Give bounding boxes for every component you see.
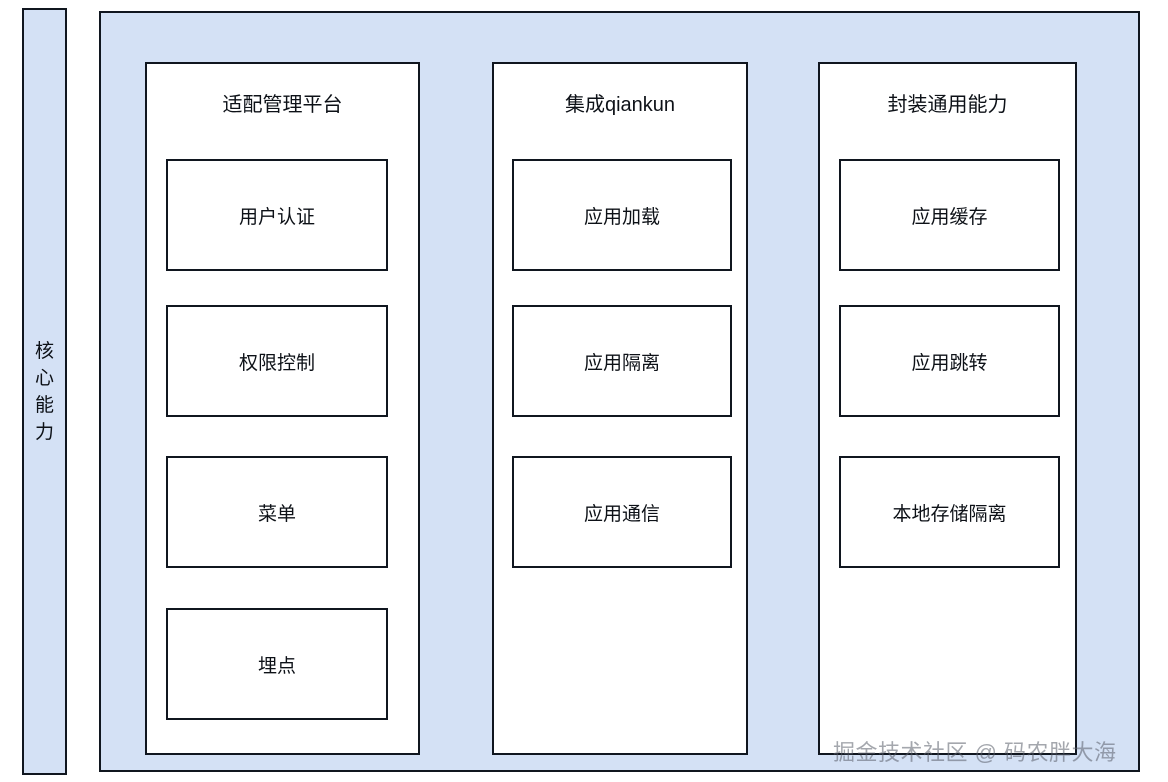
capability-box: 权限控制 [166,305,388,417]
core-capability-band: 核 心 能 力 [22,8,67,775]
capability-box: 应用加载 [512,159,732,271]
capability-label: 用户认证 [238,206,315,228]
capability-box: 应用隔离 [512,305,732,417]
capability-label: 本地存储隔离 [892,503,1007,525]
capability-label: 应用跳转 [911,352,988,374]
capability-label: 埋点 [257,655,296,677]
capability-box: 应用跳转 [839,305,1060,417]
capability-label: 应用加载 [583,206,660,228]
capability-label: 应用缓存 [911,206,988,228]
capability-box: 应用缓存 [839,159,1060,271]
group-title: 适配管理平台 [222,94,343,116]
capability-label: 应用通信 [583,503,660,525]
capability-box: 本地存储隔离 [839,456,1060,568]
capability-label: 应用隔离 [583,352,660,374]
group-title: 集成qiankun [564,94,676,116]
capability-box: 埋点 [166,608,388,720]
capability-box: 用户认证 [166,159,388,271]
group-column-common-capabilities: 封装通用能力 应用缓存 应用跳转 本地存储隔离 [818,62,1077,755]
group-column-qiankun-integration: 集成qiankun 应用加载 应用隔离 应用通信 [492,62,748,755]
capability-box: 应用通信 [512,456,732,568]
capability-box: 菜单 [166,456,388,568]
capability-label: 权限控制 [238,352,315,374]
group-title: 封装通用能力 [887,94,1008,116]
core-capability-label: 核 心 能 力 [34,340,54,443]
capability-label: 菜单 [257,503,296,525]
capability-panel: 适配管理平台 用户认证 权限控制 菜单 埋点 集成qiankun 应用加载 应用… [99,11,1140,772]
group-column-adaptation-platform: 适配管理平台 用户认证 权限控制 菜单 埋点 [145,62,420,755]
